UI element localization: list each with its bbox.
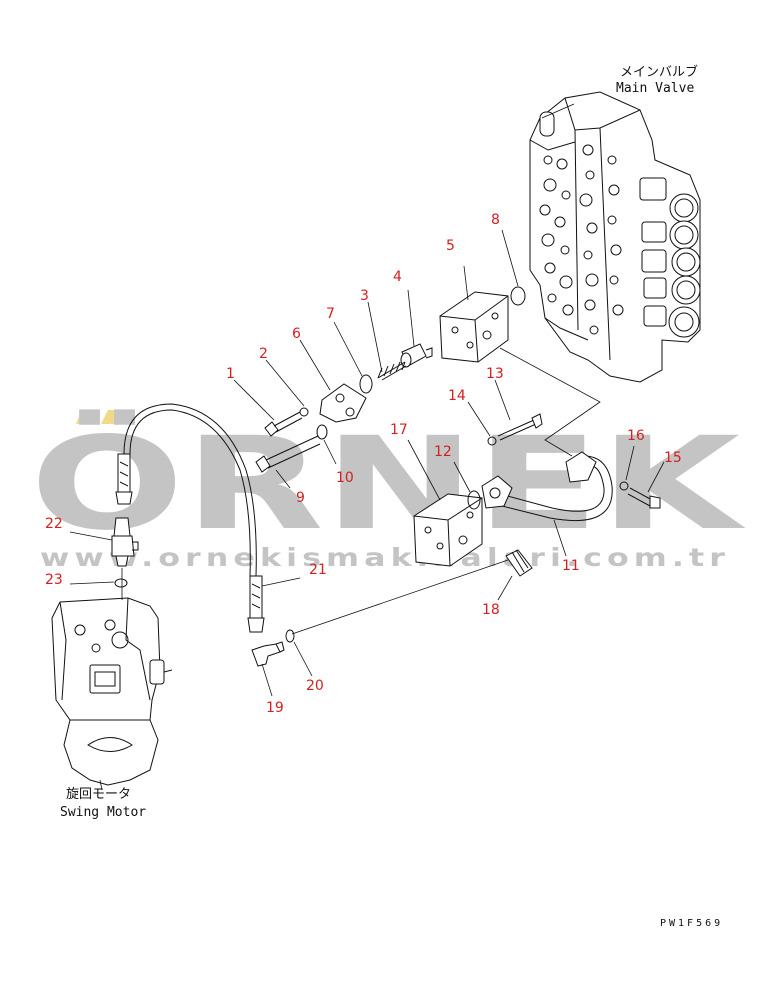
main-valve-label-en: Main Valve xyxy=(616,81,694,96)
part-number-8: 8 xyxy=(491,212,500,228)
part-12-oring xyxy=(467,490,481,510)
part-17-block xyxy=(413,493,483,567)
part-21-hose-end xyxy=(247,575,265,633)
hose-21-inner xyxy=(129,409,251,577)
leader-lines xyxy=(69,103,665,791)
swing-motor-label-en: Swing Motor xyxy=(60,805,146,820)
main-valve xyxy=(529,91,701,383)
part-15-bolt xyxy=(627,487,661,509)
part-number-3: 3 xyxy=(360,288,369,304)
hose-21 xyxy=(123,403,257,577)
part-6-flange xyxy=(319,383,367,423)
part-number-4: 4 xyxy=(393,269,402,285)
part-number-5: 5 xyxy=(446,238,455,254)
watermark-url: www.ornekismakinalari.com.tr xyxy=(40,543,730,572)
part-10-washer xyxy=(316,424,328,440)
swing-motor-label-jp: 旋回モータ xyxy=(66,787,131,802)
sensor-line xyxy=(291,559,509,635)
part-18-sensor xyxy=(505,549,533,577)
part-number-17: 17 xyxy=(390,422,408,438)
part-number-10: 10 xyxy=(336,470,354,486)
main-valve-spools xyxy=(539,111,701,338)
main-valve-label-jp: メインバルブ xyxy=(620,64,698,80)
part-7-oring xyxy=(359,374,373,394)
part-number-11: 11 xyxy=(562,558,580,574)
part-number-9: 9 xyxy=(296,490,305,506)
swing-motor xyxy=(51,597,173,786)
main-valve-ports xyxy=(539,144,624,335)
part-number-14: 14 xyxy=(448,388,466,404)
part-22-connector xyxy=(111,517,139,567)
part-number-21: 21 xyxy=(309,562,327,578)
part-13-bolt xyxy=(497,413,543,441)
part-21-hose-end-upper xyxy=(115,453,133,505)
connection-lines xyxy=(121,347,601,635)
part-labels: 1 2 3 4 5 6 7 8 9 10 11 12 13 14 15 16 1… xyxy=(45,212,682,716)
drawing-code: PW1F569 xyxy=(660,918,723,929)
part-number-19: 19 xyxy=(266,700,284,716)
part-number-20: 20 xyxy=(306,678,324,694)
part-number-22: 22 xyxy=(45,516,63,532)
part-number-23: 23 xyxy=(45,572,63,588)
part-20-oring xyxy=(285,629,295,643)
part-3-spring xyxy=(377,361,407,381)
part-16-washer xyxy=(619,481,629,491)
part-8-oring xyxy=(510,286,526,306)
part-2-washer xyxy=(299,407,309,417)
part-4-fitting xyxy=(400,343,433,368)
part-14-washer xyxy=(487,436,497,446)
part-5-block xyxy=(439,291,509,363)
part-number-15: 15 xyxy=(664,450,682,466)
part-number-6: 6 xyxy=(292,326,301,342)
parts xyxy=(111,286,661,667)
part-number-18: 18 xyxy=(482,602,500,618)
part-19-elbow xyxy=(251,641,285,667)
component-titles: メインバルブ Main Valve 旋回モータ Swing Motor PW1F… xyxy=(60,64,723,929)
part-1-bolt xyxy=(264,411,303,437)
part-11-tube xyxy=(481,451,613,522)
part-9-bolt xyxy=(255,435,321,473)
part-number-16: 16 xyxy=(627,428,645,444)
part-number-1: 1 xyxy=(226,366,235,382)
watermark-accent xyxy=(76,410,128,424)
part-number-2: 2 xyxy=(259,346,268,362)
pilot-line xyxy=(499,347,601,457)
part-23-oring xyxy=(114,578,128,588)
part-number-7: 7 xyxy=(326,306,335,322)
part-number-13: 13 xyxy=(486,366,504,382)
part-number-12: 12 xyxy=(434,444,452,460)
